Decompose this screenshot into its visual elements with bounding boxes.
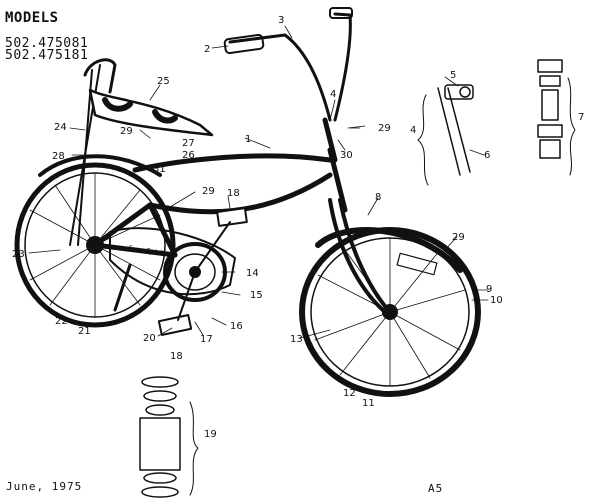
stem <box>322 117 338 163</box>
callout-24: 24 <box>54 122 67 133</box>
callout-13: 13 <box>290 334 303 345</box>
callout-31: 31 <box>153 164 166 175</box>
callout-22: 22 <box>55 316 68 327</box>
callout-20: 20 <box>143 333 156 344</box>
callout-16: 16 <box>230 321 243 332</box>
callout-29-reflector: 29 <box>452 232 465 243</box>
callout-11: 11 <box>362 398 375 409</box>
callout-14: 14 <box>246 268 259 279</box>
callout-7: 7 <box>578 112 584 123</box>
headset-detail <box>537 59 576 176</box>
frame <box>92 147 348 258</box>
callout-1: 1 <box>245 134 251 145</box>
rear-fender <box>38 154 162 177</box>
callout-17: 17 <box>200 334 213 345</box>
callout-12: 12 <box>343 388 356 399</box>
kickstand <box>113 263 132 312</box>
callout-10: 10 <box>490 295 503 306</box>
callout-27: 27 <box>182 138 195 149</box>
callout-9: 9 <box>486 284 492 295</box>
callout-29-seat: 29 <box>120 126 133 137</box>
callout-23: 23 <box>12 249 25 260</box>
front-fork <box>328 198 392 314</box>
model-number-2: 502.475181 <box>5 48 89 63</box>
callout-28: 28 <box>52 151 65 162</box>
callout-6: 6 <box>484 150 490 161</box>
callout-2: 2 <box>204 44 210 55</box>
callout-21: 21 <box>78 326 91 337</box>
callout-3: 3 <box>278 15 284 26</box>
callout-26: 26 <box>182 150 195 161</box>
callout-18-bottom: 18 <box>170 351 183 362</box>
handlebars <box>223 7 353 122</box>
footer-date: June, 1975 <box>6 480 83 493</box>
pedals <box>157 207 248 336</box>
models-heading: MODELS <box>5 10 59 26</box>
callout-30: 30 <box>340 150 353 161</box>
banana-seat <box>88 88 214 137</box>
callout-18-top: 18 <box>227 188 240 199</box>
callout-15: 15 <box>250 290 263 301</box>
callout-19: 19 <box>204 429 217 440</box>
leader-lines <box>28 25 489 339</box>
callout-29-stem: 29 <box>378 123 391 134</box>
bottom-bracket-detail <box>139 376 199 498</box>
rear-wheel <box>14 162 176 328</box>
front-fender <box>315 227 463 273</box>
stem-detail <box>417 84 474 186</box>
callout-25: 25 <box>157 76 170 87</box>
chainguard-text: Free Spirit <box>128 244 165 257</box>
callout-4: 4 <box>330 89 336 100</box>
chainguard-logo: Free Spirit <box>128 244 165 257</box>
callout-29-guard: 29 <box>202 186 215 197</box>
model-number-1: 502.475081 <box>5 36 89 51</box>
footer-page-code: A5 <box>428 482 444 495</box>
callout-4-detail: 4 <box>410 125 416 136</box>
callout-numbers: 1 2 3 4 4 5 6 7 8 9 10 11 12 13 14 15 16… <box>12 15 584 440</box>
callout-8: 8 <box>375 192 381 203</box>
callout-5: 5 <box>450 70 456 81</box>
